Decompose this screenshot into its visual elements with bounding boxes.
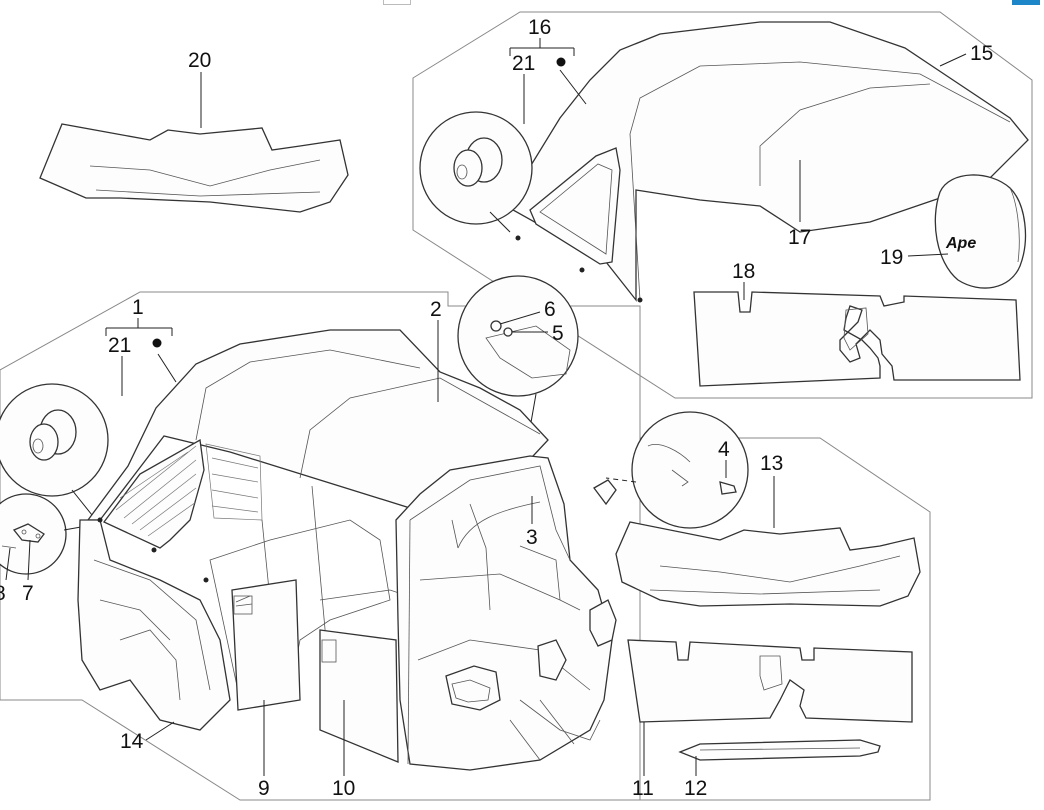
callout-17: 17 bbox=[788, 226, 811, 249]
callout-10: 10 bbox=[332, 777, 355, 800]
part-11-floor-lining bbox=[627, 639, 913, 723]
callout-11: 11 bbox=[632, 777, 654, 800]
detail-4-screw bbox=[605, 411, 749, 529]
part-19-logo-cover: Ape bbox=[934, 174, 1027, 289]
callout-2: 2 bbox=[430, 298, 442, 321]
callout-21-left: 21 bbox=[108, 334, 131, 357]
part-9-door-panel bbox=[231, 579, 301, 711]
group-outline-top-right bbox=[412, 11, 1033, 399]
callout-20: 20 bbox=[188, 49, 211, 72]
callout-1: 1 bbox=[132, 296, 144, 319]
detail-5-6-washer-nut bbox=[457, 275, 579, 429]
callout-7: 7 bbox=[22, 582, 34, 605]
group-outline-right bbox=[639, 437, 931, 801]
callout-labels: 20 16 21 15 17 19 18 1 21 2 6 5 4 13 3 8… bbox=[0, 16, 993, 800]
part-14-rear-body bbox=[77, 519, 231, 731]
part-15-roof-assembly bbox=[505, 21, 1029, 303]
part-20-floor-mat bbox=[39, 123, 349, 213]
detail-21-grommet-top bbox=[419, 111, 533, 233]
part-13-front-mat bbox=[615, 521, 921, 607]
corner-button[interactable] bbox=[1012, 0, 1040, 5]
callout-12: 12 bbox=[684, 777, 707, 800]
bullet-marker-left bbox=[152, 338, 162, 348]
callout-13: 13 bbox=[760, 452, 783, 475]
callout-3: 3 bbox=[526, 526, 538, 549]
part-12-trim-strip bbox=[678, 739, 881, 761]
part-10-door-panel bbox=[319, 629, 399, 763]
detail-21-grommet-left bbox=[0, 383, 109, 521]
leader-lines bbox=[5, 38, 967, 776]
callout-15: 15 bbox=[970, 42, 993, 65]
callout-8: 8 bbox=[0, 582, 6, 605]
toolbar-stub bbox=[383, 0, 411, 5]
callout-5: 5 bbox=[552, 322, 564, 345]
vehicle-body bbox=[77, 329, 617, 771]
callout-18: 18 bbox=[732, 260, 755, 283]
bullet-marker-top bbox=[556, 57, 566, 67]
callout-16: 16 bbox=[528, 16, 551, 39]
ape-logo-text: Ape bbox=[945, 235, 976, 252]
part-2-roof bbox=[86, 329, 549, 521]
callout-9: 9 bbox=[258, 777, 270, 800]
callout-6: 6 bbox=[544, 298, 556, 321]
callout-4: 4 bbox=[718, 438, 730, 461]
callout-14: 14 bbox=[120, 730, 144, 753]
part-18-rear-lining bbox=[693, 291, 1021, 387]
callout-19: 19 bbox=[880, 246, 903, 269]
callout-21-top: 21 bbox=[512, 52, 535, 75]
